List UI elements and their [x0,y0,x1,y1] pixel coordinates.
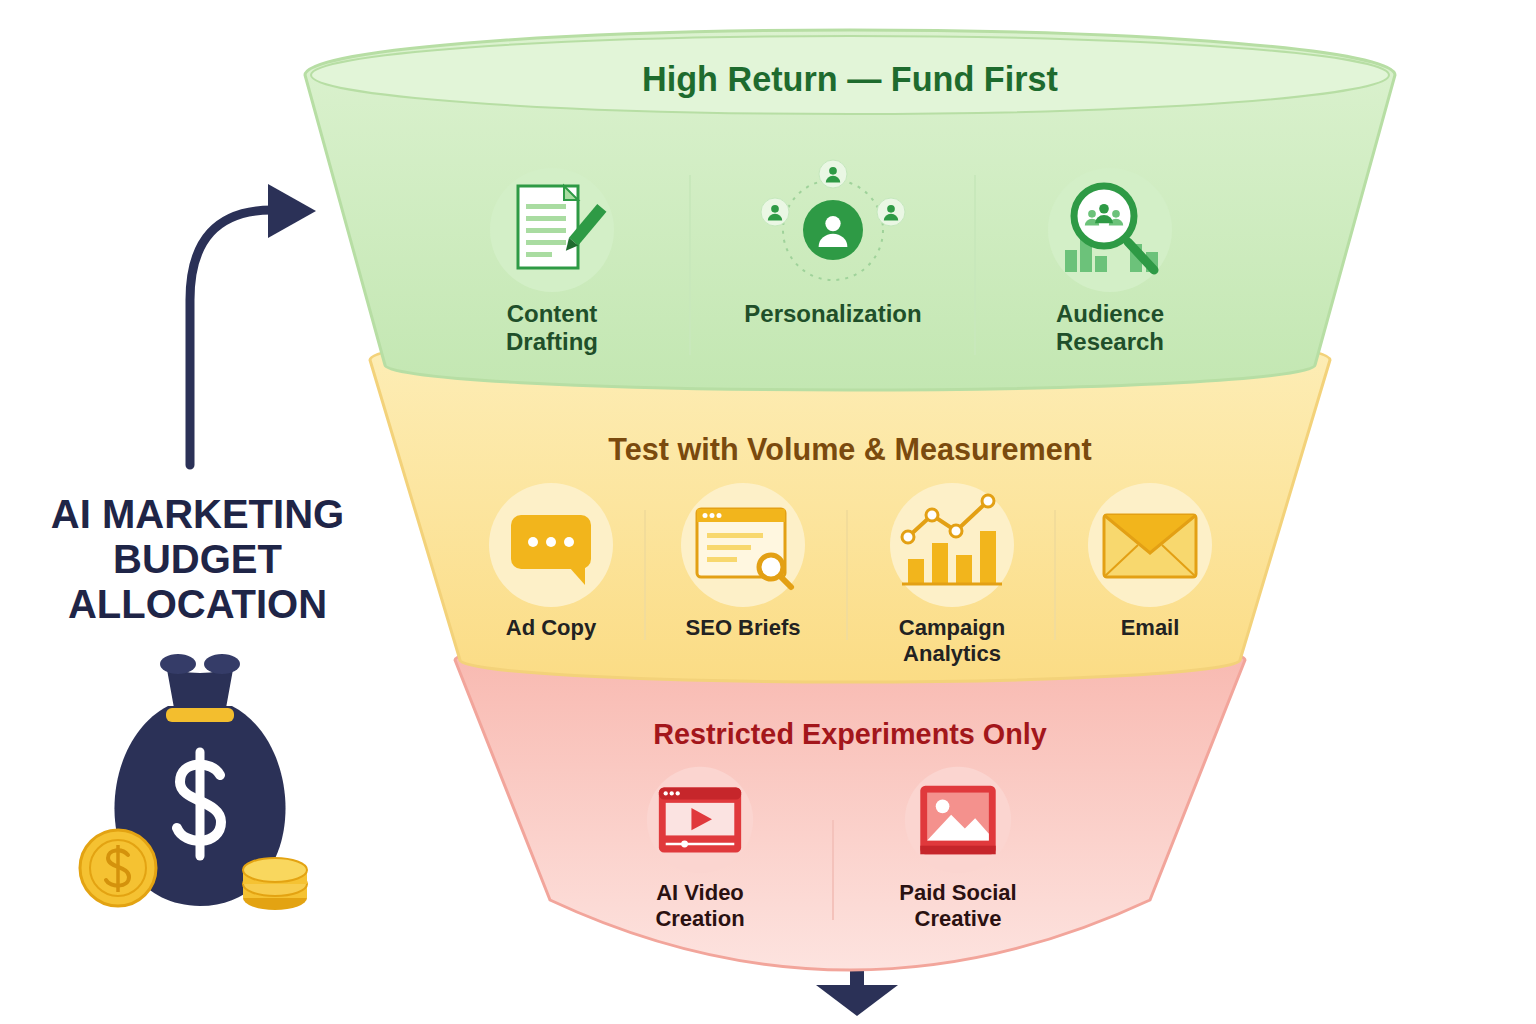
item-icon [882,475,1022,615]
budget-item: Personalization [733,160,933,328]
item-icon [1080,475,1220,615]
item-label: Personalization [744,300,921,328]
budget-item: Content Drafting [452,160,652,357]
funnel-band: Test with Volume & Measurement Ad Copy SEO… [365,340,1335,690]
budget-item: SEO Briefs [643,475,843,641]
item-icon [898,760,1018,880]
down-arrow-head [816,985,898,1016]
item-icon [481,475,621,615]
arrow-head [268,184,316,238]
item-label: Ad Copy [506,615,596,641]
tier-heading: High Return — Fund First [300,60,1400,99]
tier-heading: Test with Volume & Measurement [365,432,1335,467]
item-icon [673,475,813,615]
item-label: SEO Briefs [686,615,801,641]
funnel-band: High Return — Fund FirstContent Drafting… [300,25,1400,400]
item-label: Paid Social Creative [883,880,1033,932]
item-label: AI Video Creation [640,880,760,932]
item-label: Campaign Analytics [882,615,1022,667]
funnel-band: Restricted Experiments Only AI Video Crea… [450,640,1250,1010]
item-icon [763,160,903,300]
item-icon [640,760,760,880]
coin-stack [243,858,307,910]
coin [80,830,156,906]
budget-item: Ad Copy [451,475,651,641]
item-icon [1040,160,1180,300]
item-icon [482,160,622,300]
tier-heading: Restricted Experiments Only [450,718,1250,751]
item-label: Content Drafting [487,300,617,357]
funnel-shape [450,640,1250,1010]
budget-item: Email [1050,475,1250,641]
curved-arrow [190,210,272,465]
budget-item: Audience Research [1010,160,1210,357]
item-label: Email [1121,615,1180,641]
budget-item: Paid Social Creative [858,760,1058,932]
budget-item: AI Video Creation [600,760,800,932]
item-label: Audience Research [1040,300,1180,357]
diagram-title: AI MARKETING BUDGET ALLOCATION [30,492,365,626]
budget-item: Campaign Analytics [852,475,1052,667]
